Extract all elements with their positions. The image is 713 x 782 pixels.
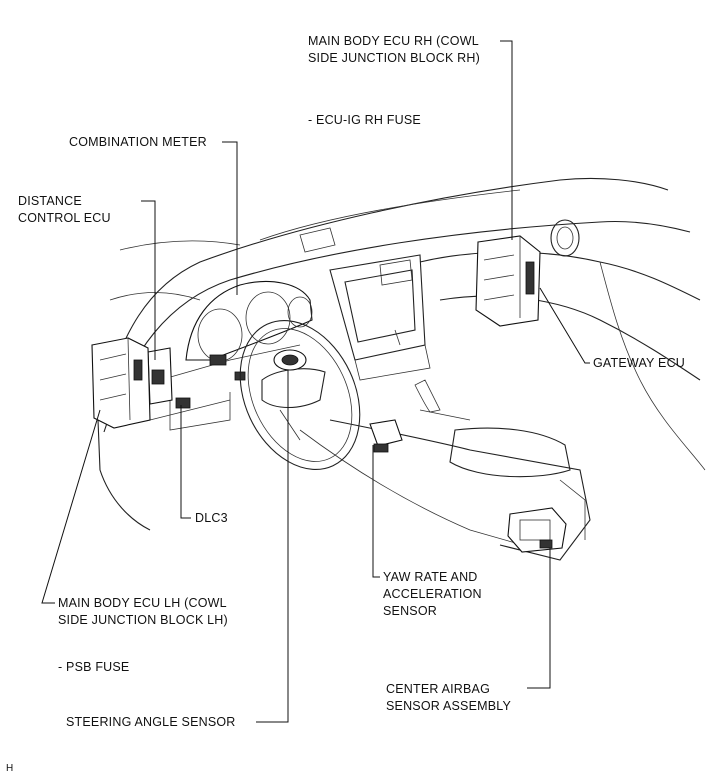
leader-dlc3 <box>180 405 191 519</box>
label-main-body-ecu-rh: MAIN BODY ECU RH (COWL SIDE JUNCTION BLO… <box>308 34 480 65</box>
label-main-body-ecu-lh: MAIN BODY ECU LH (COWL SIDE JUNCTION BLO… <box>58 596 228 627</box>
leader-steering-angle <box>256 370 289 723</box>
label-distance-control-ecu: DISTANCE CONTROL ECU <box>18 194 111 225</box>
right-air-vent <box>550 219 580 257</box>
label-dlc3: DLC3 <box>195 511 228 525</box>
leader-lines <box>41 40 590 723</box>
label-steering-angle-sensor: STEERING ANGLE SENSOR <box>66 715 236 729</box>
yaw-rate-sensor-drawing <box>369 419 403 453</box>
main-body-ecu-lh-drawing <box>91 337 151 429</box>
label-center-airbag-sensor: CENTER AIRBAG SENSOR ASSEMBLY <box>386 682 512 713</box>
dlc3-drawing <box>175 397 191 409</box>
leader-distance-control-ecu <box>141 200 156 360</box>
center-console <box>299 379 591 561</box>
distance-control-ecu-drawing <box>147 347 173 405</box>
leader-main-body-ecu-rh <box>500 40 513 240</box>
label-combination-meter: COMBINATION METER <box>69 135 207 149</box>
label-ecu-ig-rh-fuse: - ECU-IG RH FUSE <box>308 113 421 127</box>
leader-gateway-ecu <box>539 287 590 364</box>
corner-mark: H <box>6 763 14 774</box>
leader-yaw-rate <box>372 445 380 578</box>
main-body-ecu-rh-drawing <box>475 235 541 327</box>
label-psb-fuse: - PSB FUSE <box>58 660 130 674</box>
label-gateway-ecu: GATEWAY ECU <box>593 356 686 370</box>
leader-main-body-ecu-lh <box>41 409 101 604</box>
leader-combination-meter <box>222 141 238 295</box>
label-yaw-rate-sensor: YAW RATE AND ACCELERATION SENSOR <box>383 570 482 618</box>
center-airbag-sensor-drawing <box>507 507 567 553</box>
steering-wheel <box>239 320 361 470</box>
center-display <box>329 254 431 381</box>
leader-center-airbag <box>527 548 551 689</box>
